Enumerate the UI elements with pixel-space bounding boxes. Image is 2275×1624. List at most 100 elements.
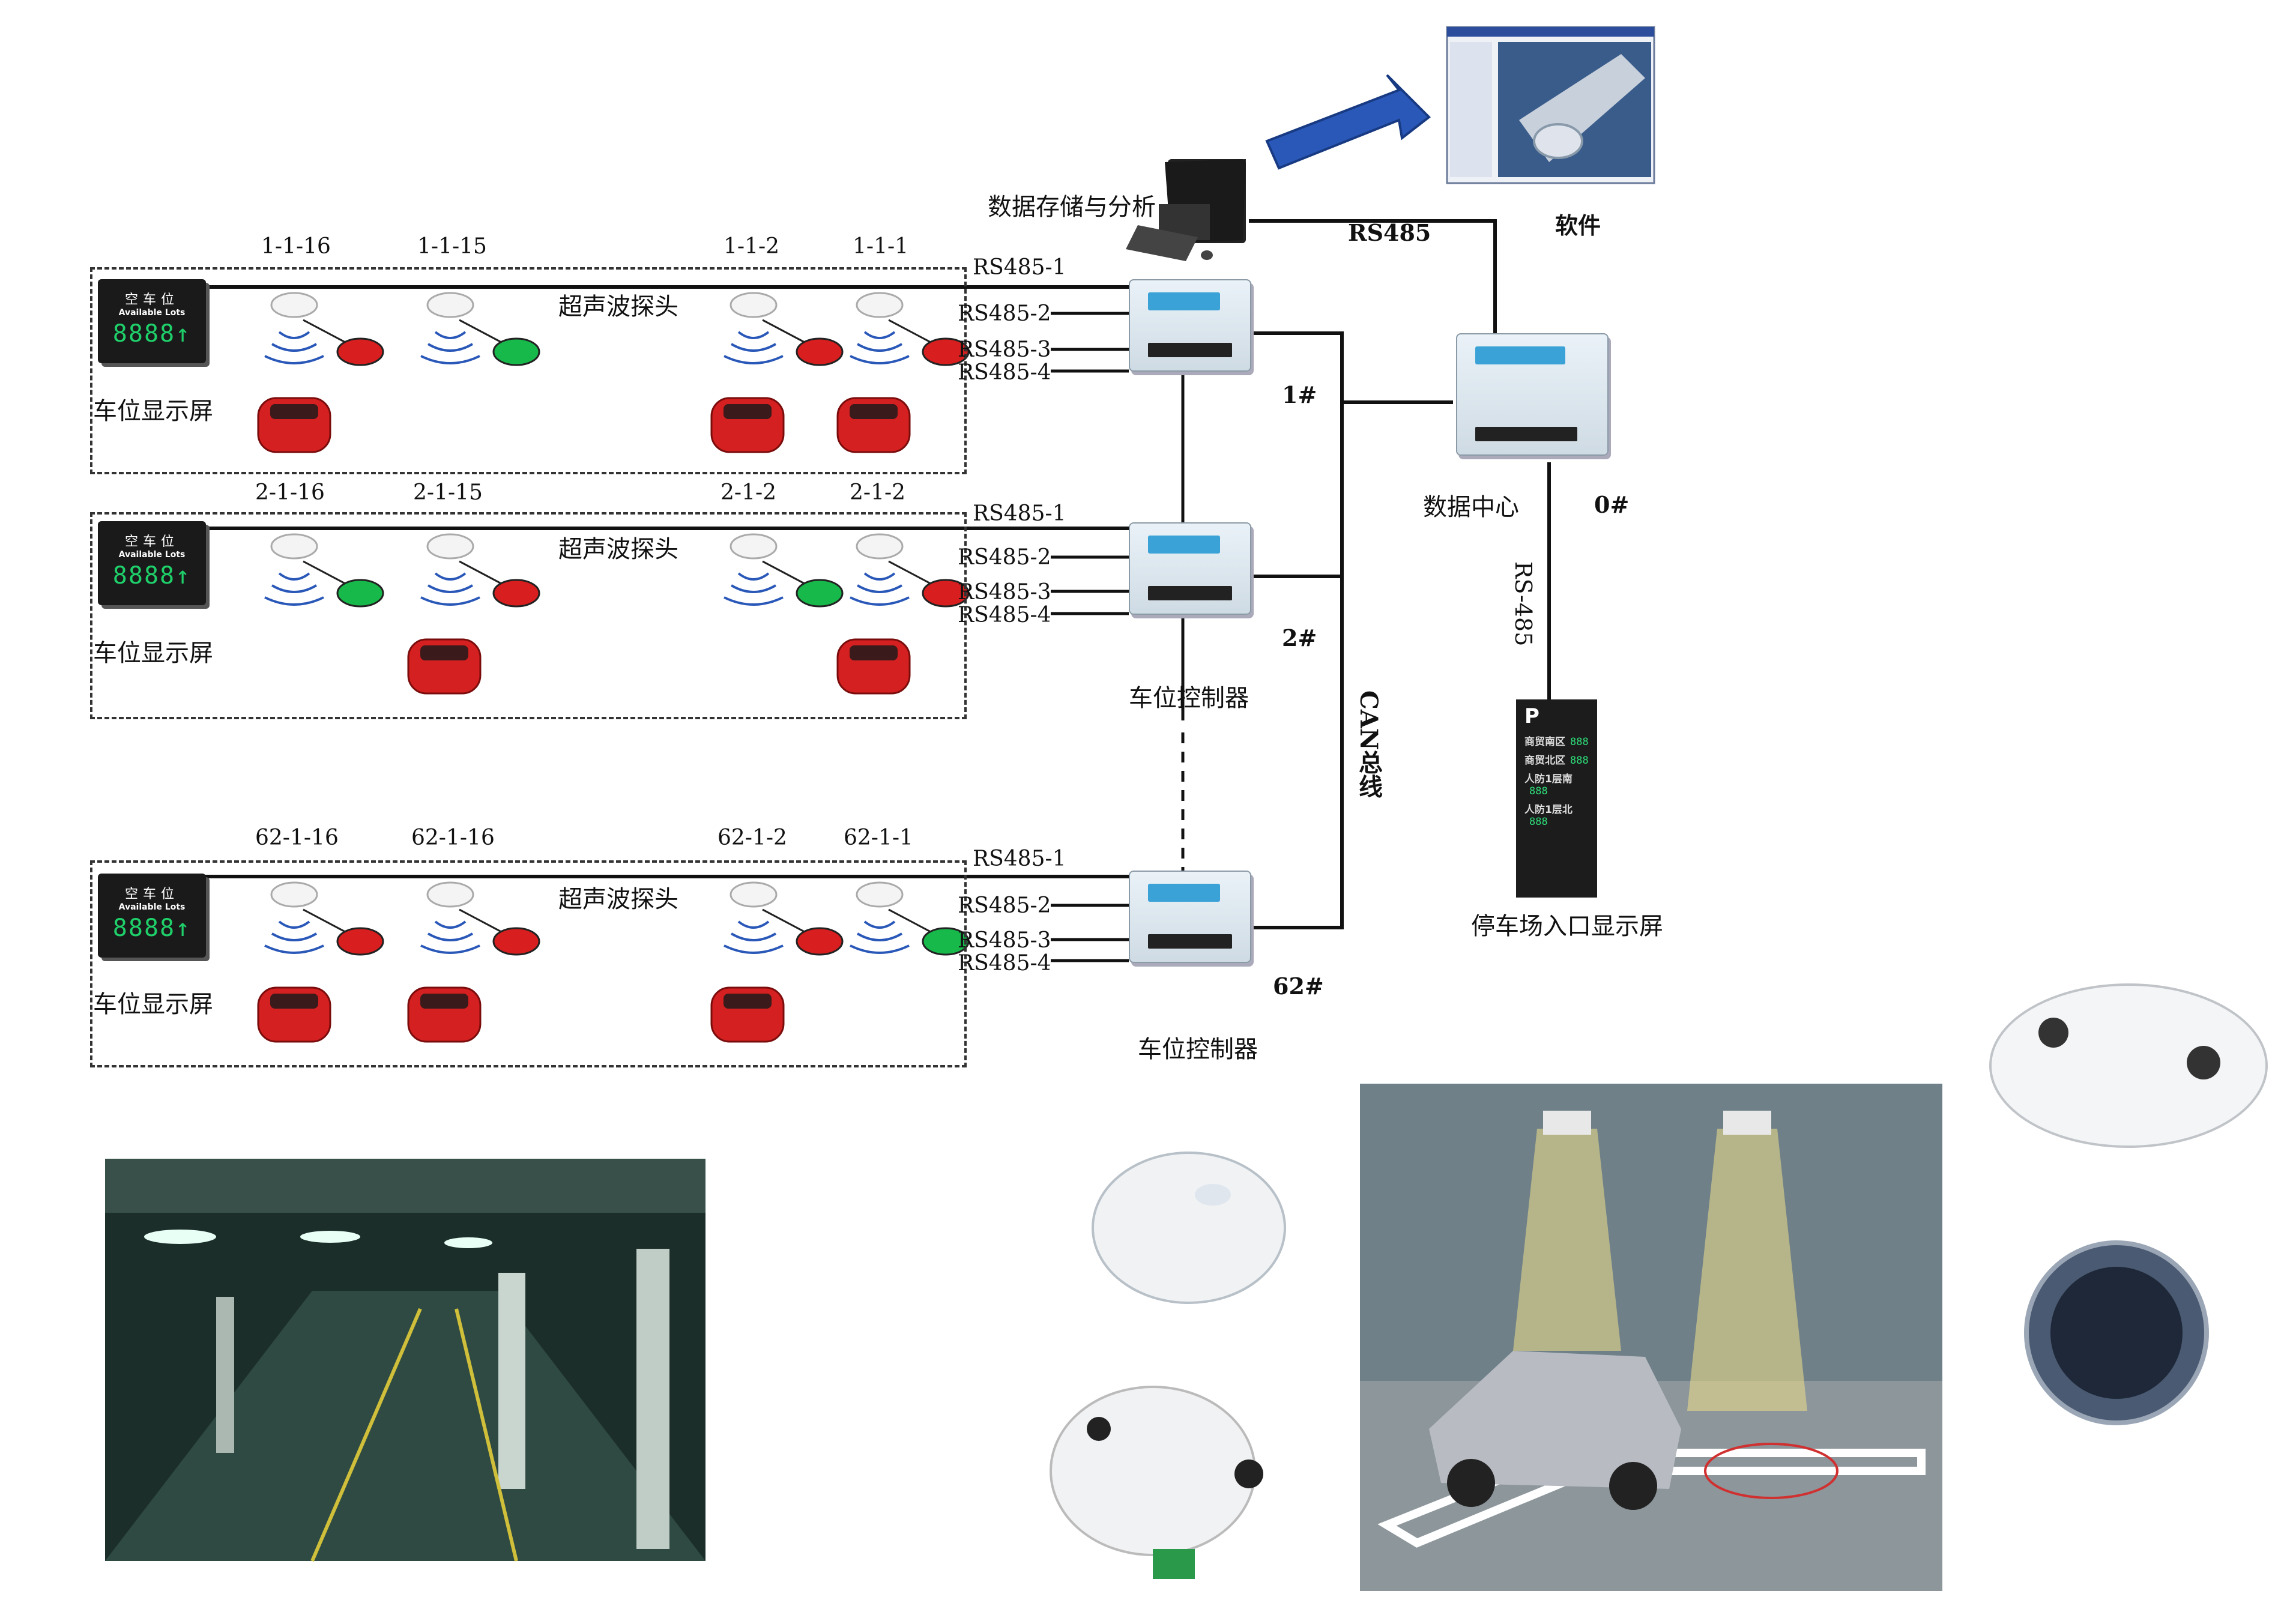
ultrasonic-probe-icon	[730, 881, 778, 908]
rs485-pc-line	[1249, 219, 1497, 336]
sound-wave-icon	[856, 343, 903, 352]
data-center-id: 0#	[1594, 491, 1630, 518]
sound-wave-icon	[737, 572, 770, 581]
port-label: RS485-4	[958, 360, 1051, 385]
sensor-label: 62-1-16	[255, 826, 339, 850]
port-label: RS485-3	[958, 928, 1051, 953]
sound-wave-icon	[724, 355, 784, 364]
sensor-label: 62-1-1	[844, 826, 913, 850]
sound-wave-icon	[278, 331, 310, 339]
sound-wave-icon	[856, 584, 903, 593]
sound-wave-icon	[863, 331, 896, 339]
sound-wave-icon	[730, 932, 777, 941]
indicator-light-icon	[796, 337, 844, 366]
controller-2	[1129, 522, 1251, 615]
ultrasonic-probe-icon	[270, 881, 318, 908]
sensor-label: 2-1-2	[850, 480, 906, 505]
ultrasonic-probe-icon	[270, 292, 318, 318]
indicator-light-icon	[796, 927, 844, 956]
indicator-light-icon	[922, 579, 970, 608]
rs485-top-label: RS485	[1348, 219, 1431, 246]
sound-wave-icon	[278, 572, 310, 581]
sound-wave-icon	[271, 343, 318, 352]
sound-wave-icon	[427, 584, 474, 593]
rs485-vertical-label: RS-485	[1510, 561, 1536, 647]
zone-3-box	[90, 860, 967, 1067]
sound-wave-icon	[863, 572, 896, 581]
probe-label: 超声波探头	[558, 536, 678, 563]
ultrasonic-probe-icon	[730, 292, 778, 318]
sound-wave-icon	[850, 944, 910, 954]
zone-2-box	[90, 512, 967, 719]
indicator-light-icon	[922, 337, 970, 366]
sensor-label: 2-1-15	[413, 480, 483, 505]
probe-label: 超声波探头	[558, 293, 678, 321]
zone-1-box	[90, 267, 967, 474]
can-bus-label: CAN总线	[1355, 690, 1383, 798]
data-center-label: 数据中心	[1423, 494, 1519, 521]
sensor-product-3	[1989, 983, 2268, 1148]
sound-wave-icon	[434, 572, 467, 581]
entrance-row: 人防1层南888	[1524, 773, 1573, 797]
ultrasonic-probe-icon	[730, 533, 778, 560]
controller-62	[1129, 871, 1251, 963]
sound-wave-icon	[724, 944, 784, 954]
ultrasonic-probe-icon	[426, 533, 474, 560]
computer-icon	[1126, 159, 1246, 261]
sound-wave-icon	[420, 596, 480, 606]
port-label: RS485-1	[973, 501, 1066, 526]
port-label: RS485-4	[958, 603, 1051, 627]
ultrasonic-probe-icon	[270, 533, 318, 560]
indicator-light-icon	[796, 579, 844, 608]
sensor-label: 2-1-2	[721, 480, 777, 505]
port-label: RS485-1	[973, 847, 1066, 871]
port-label: RS485-1	[973, 255, 1066, 280]
sound-wave-icon	[427, 932, 474, 941]
sound-wave-icon	[271, 584, 318, 593]
sound-wave-icon	[278, 920, 310, 929]
sound-wave-icon	[434, 331, 467, 339]
ultrasonic-probe-icon	[856, 533, 904, 560]
arrow-to-software	[1265, 74, 1431, 170]
sound-wave-icon	[427, 343, 474, 352]
sound-wave-icon	[264, 944, 324, 954]
sound-wave-icon	[850, 596, 910, 606]
render-photo	[1360, 1084, 1942, 1591]
sensor-label: 1-1-2	[724, 234, 780, 259]
entrance-display-label: 停车场入口显示屏	[1471, 913, 1663, 940]
sound-wave-icon	[420, 944, 480, 954]
ultrasonic-probe-icon	[856, 292, 904, 318]
port-label: RS485-3	[958, 337, 1051, 362]
indicator-light-icon	[922, 927, 970, 956]
sound-wave-icon	[850, 355, 910, 364]
sensor-label: 1-1-1	[853, 234, 909, 259]
port-label: RS485-2	[958, 301, 1051, 326]
storage-label: 数据存储与分析	[988, 193, 1156, 221]
software-label: 软件	[1555, 212, 1601, 239]
sensor-label: 2-1-16	[255, 480, 325, 505]
can-bus-line	[1237, 331, 1344, 929]
sound-wave-icon	[863, 920, 896, 929]
software-screenshot	[1446, 26, 1655, 184]
sound-wave-icon	[730, 584, 777, 593]
port-label: RS485-4	[958, 951, 1051, 976]
port-label: RS485-2	[958, 893, 1051, 918]
controller-1-id: 1#	[1282, 381, 1317, 408]
indicator-light-icon	[336, 337, 384, 366]
sensor-product-1	[1092, 1152, 1286, 1304]
indicator-light-product	[2024, 1240, 2209, 1425]
sound-wave-icon	[856, 932, 903, 941]
indicator-light-icon	[336, 579, 384, 608]
ultrasonic-probe-icon	[426, 881, 474, 908]
probe-label: 超声波探头	[558, 886, 678, 913]
zone3-display-label: 车位显示屏	[93, 991, 213, 1018]
sound-wave-icon	[264, 596, 324, 606]
indicator-light-icon	[492, 337, 540, 366]
sound-wave-icon	[264, 355, 324, 364]
entrance-row: 人防1层北888	[1524, 804, 1573, 828]
